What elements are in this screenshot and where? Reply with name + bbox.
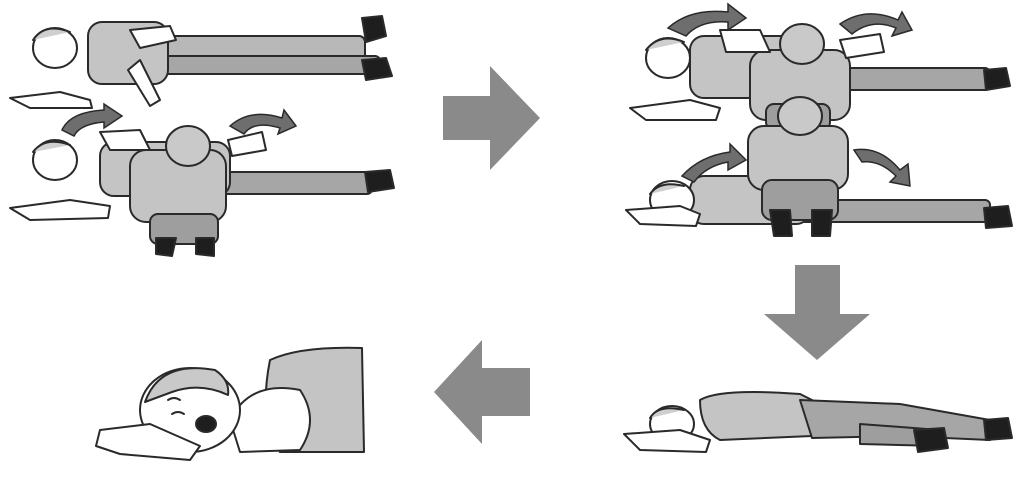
arrow-right — [443, 66, 540, 170]
panel-1-person-upper — [10, 16, 392, 108]
panel-1-rotate-arrow-right — [230, 110, 296, 134]
panel-3-person-recovery — [624, 392, 1012, 452]
arrow-left — [434, 340, 530, 444]
panel-2 — [626, 4, 1012, 236]
panel-4-closeup — [96, 348, 364, 460]
panel-4 — [96, 348, 364, 460]
panel-3 — [624, 392, 1012, 452]
panel-1 — [10, 16, 394, 256]
arrow-down — [764, 265, 870, 360]
